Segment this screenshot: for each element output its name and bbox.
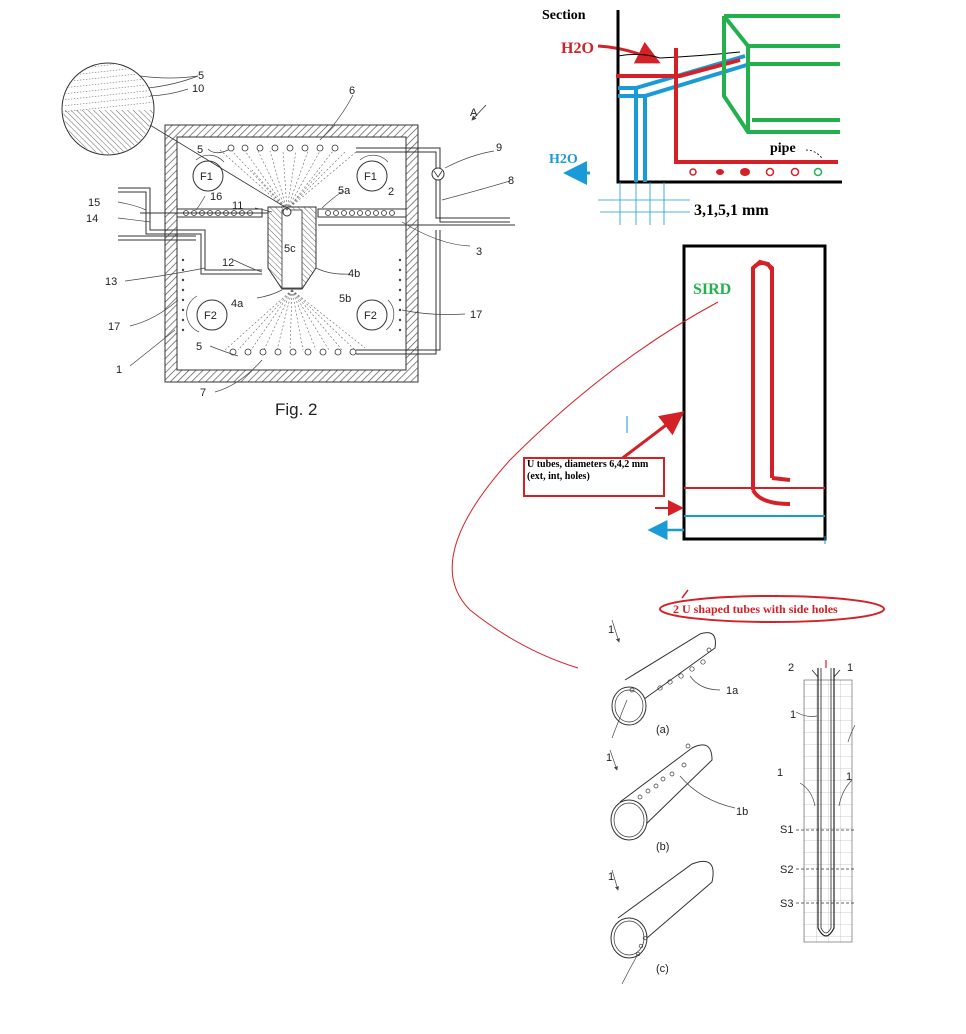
ref-5-bottom: 5 [196, 341, 202, 353]
tank-outline [616, 10, 842, 184]
sird-label: SIRD [693, 281, 731, 298]
tube-c-caption: (c) [656, 963, 669, 975]
fan-rotation-arcs [186, 154, 395, 333]
side-perforations [181, 258, 402, 332]
ref-9: 9 [496, 142, 502, 154]
section-sketch: Section H2O pipe H2O 3 [542, 8, 842, 225]
section-s1: S1 [780, 824, 793, 836]
tubes-figure: 2 U shaped tubes with side holes 1 1a (a… [606, 589, 885, 985]
tube-c-ref: 1 [608, 871, 614, 883]
ref-8: 8 [508, 175, 514, 187]
ref-3: 3 [476, 246, 482, 258]
figure-caption: Fig. 2 [275, 400, 318, 419]
u-tube-drawing [795, 660, 856, 943]
blue-grid [598, 182, 690, 225]
dimension-label: 3,1,5,1 mm [694, 202, 769, 219]
u-tube-bend-left-ref: 1 [777, 767, 783, 779]
callout-arrow [619, 411, 685, 462]
fan-f2-left: F2 [204, 310, 217, 322]
pump-icon [431, 167, 445, 181]
h2o-outlet-label: H2O [549, 152, 578, 167]
oval-label-frame [659, 595, 885, 623]
tube-c [610, 860, 714, 985]
u-tube-top-right-ref: 1 [847, 662, 853, 674]
h2o-inlet-label: H2O [561, 40, 594, 57]
tube-a-hole-ref: 1a [726, 685, 739, 697]
tube-b [609, 743, 736, 841]
ref-14: 14 [86, 213, 98, 225]
pipe-label: pipe [770, 141, 796, 156]
tube-a [611, 619, 721, 739]
oval-label: 2 U shaped tubes with side holes [673, 602, 838, 616]
callout-box [523, 457, 665, 497]
h2o-inlet-arrow [597, 41, 661, 64]
ref-5: 5 [198, 70, 204, 82]
ref-15: 15 [88, 197, 100, 209]
leader-lines [117, 75, 511, 393]
tube-b-ref: 1 [606, 752, 612, 764]
ref-10: 10 [192, 83, 204, 95]
ref-13: 13 [105, 276, 117, 288]
ref-17-right: 17 [470, 309, 482, 321]
callout-text: U tubes, diameters 6,4,2 mm (ext, int, h… [527, 459, 649, 482]
fan-f2-right: F2 [364, 310, 377, 322]
u-tube-mid-ref: 1 [790, 709, 796, 721]
ref-17-left: 17 [108, 321, 120, 333]
view-arrow-a-label: A [470, 107, 478, 119]
water-surface [617, 51, 741, 59]
section-title: Section [542, 8, 586, 23]
ref-5b: 5b [339, 293, 351, 305]
u-tube-bend-right-ref: 1 [846, 771, 852, 783]
ref-4a: 4a [231, 298, 244, 310]
sird-u-tube [751, 259, 791, 506]
ref-4b: 4b [348, 268, 360, 280]
pipe-holes [689, 167, 823, 177]
ref-5-left: 5 [197, 144, 203, 156]
right-pipes [318, 147, 515, 355]
sird-frame [682, 244, 827, 541]
tube-b-hole-ref: 1b [736, 806, 748, 818]
bottom-nozzle-row [229, 348, 357, 356]
fan-f1-right: F1 [364, 171, 377, 183]
tube-b-caption: (b) [656, 841, 669, 853]
ref-5c: 5c [284, 243, 296, 255]
ref-5a: 5a [338, 185, 351, 197]
ref-16: 16 [210, 191, 222, 203]
blue-pipe [618, 54, 751, 182]
sird-panel: SIRD U tubes, diameters 6,4,2 mm (ext, i… [523, 244, 827, 544]
view-arrow-a [471, 104, 487, 121]
spray-bottom [224, 289, 366, 351]
top-nozzle-row [227, 144, 339, 152]
tube-a-caption: (a) [656, 724, 669, 736]
ref-6: 6 [349, 85, 355, 97]
fan-f1-left: F1 [200, 171, 213, 183]
ref-7: 7 [200, 387, 206, 399]
left-pipes [118, 187, 268, 275]
fig2-drawing: A 5 10 6 5 [61, 62, 515, 419]
ref-2: 2 [388, 186, 394, 198]
section-s3: S3 [780, 898, 793, 910]
red-pipe [616, 48, 838, 164]
ref-12: 12 [222, 257, 234, 269]
tube-a-ref: 1 [608, 624, 614, 636]
tube-shelf-right [317, 208, 407, 218]
u-tube-top-left-ref: 2 [788, 662, 794, 674]
ref-1: 1 [116, 364, 122, 376]
section-s2: S2 [780, 864, 793, 876]
spray-top [219, 149, 357, 211]
green-sird [722, 14, 840, 134]
fan-circles [192, 160, 388, 331]
connector-curve [451, 301, 719, 669]
ref-11: 11 [232, 200, 243, 212]
